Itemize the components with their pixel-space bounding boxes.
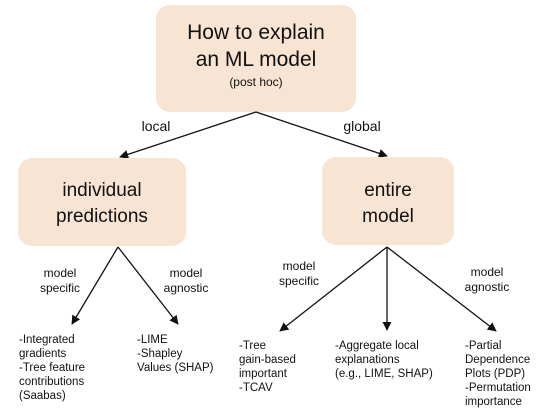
leaf-line: contributions: [19, 376, 84, 388]
leaf-line: -TCAV: [239, 382, 273, 394]
edge-entire-specific: [279, 246, 388, 332]
individual-line1: individual: [62, 180, 141, 201]
edge-global: [255, 111, 388, 158]
root-title-line2: an ML model: [196, 48, 317, 71]
edge-label-local: local: [142, 118, 171, 134]
leaf-line: -Integrated: [19, 334, 75, 346]
leaf-line: Values (SHAP): [137, 362, 214, 374]
individual-specific-label-line1: model: [44, 266, 77, 280]
leaf-line: -Permutation: [465, 382, 531, 394]
leaf-line: explanations: [335, 354, 400, 366]
root-node: How to explain an ML model (post hoc): [156, 5, 356, 112]
leaf-line: important: [239, 368, 288, 380]
entire-model-box: [322, 157, 454, 245]
leaf-entire-agnostic: -Partial Dependence Plots (PDP) -Permuta…: [465, 340, 531, 408]
individual-agnostic-label-line1: model: [170, 266, 203, 280]
leaf-line: -Tree: [239, 340, 266, 352]
leaf-line: -LIME: [137, 334, 168, 346]
individual-line2: predictions: [56, 206, 148, 227]
root-title-line1: How to explain: [187, 21, 325, 44]
leaf-line: gradients: [19, 348, 67, 360]
entire-line1: entire: [364, 180, 412, 201]
root-box: [156, 5, 356, 112]
entire-line2: model: [362, 206, 414, 227]
leaf-line: (Saabas): [19, 390, 66, 402]
leaf-line: importance: [465, 396, 522, 408]
entire-agnostic-label-line1: model: [471, 265, 504, 279]
entire-model-node: entire model: [322, 157, 454, 245]
edge-label-global: global: [343, 118, 380, 134]
individual-agnostic-label-line2: agnostic: [164, 281, 209, 295]
leaf-line: Dependence: [465, 354, 530, 366]
leaf-line: -Aggregate local: [335, 340, 419, 352]
edge-entire-agnostic: [386, 246, 497, 332]
individual-specific-label-line2: specific: [40, 281, 80, 295]
individual-predictions-node: individual predictions: [18, 158, 186, 246]
leaf-line: (e.g., LIME, SHAP): [335, 368, 433, 380]
leaf-line: Plots (PDP): [465, 368, 525, 380]
edge-local: [119, 111, 257, 159]
individual-predictions-box: [18, 158, 186, 246]
leaf-line: -Tree feature: [19, 362, 85, 374]
leaf-individual-agnostic: -LIME -Shapley Values (SHAP): [137, 334, 214, 374]
leaf-entire-specific: -Tree gain-based important -TCAV: [239, 340, 296, 394]
leaf-line: -Partial: [465, 340, 501, 352]
edge-individual-specific: [71, 246, 119, 325]
entire-specific-label-line2: specific: [279, 274, 319, 288]
entire-agnostic-label-line2: agnostic: [465, 280, 510, 294]
leaf-line: gain-based: [239, 354, 296, 366]
leaf-line: -Shapley: [137, 348, 183, 360]
entire-specific-label-line1: model: [283, 259, 316, 273]
edge-individual-agnostic: [117, 246, 179, 325]
leaf-entire-middle: -Aggregate local explanations (e.g., LIM…: [335, 340, 433, 380]
root-subtitle: (post hoc): [229, 75, 282, 89]
leaf-individual-specific: -Integrated gradients -Tree feature cont…: [19, 334, 85, 402]
